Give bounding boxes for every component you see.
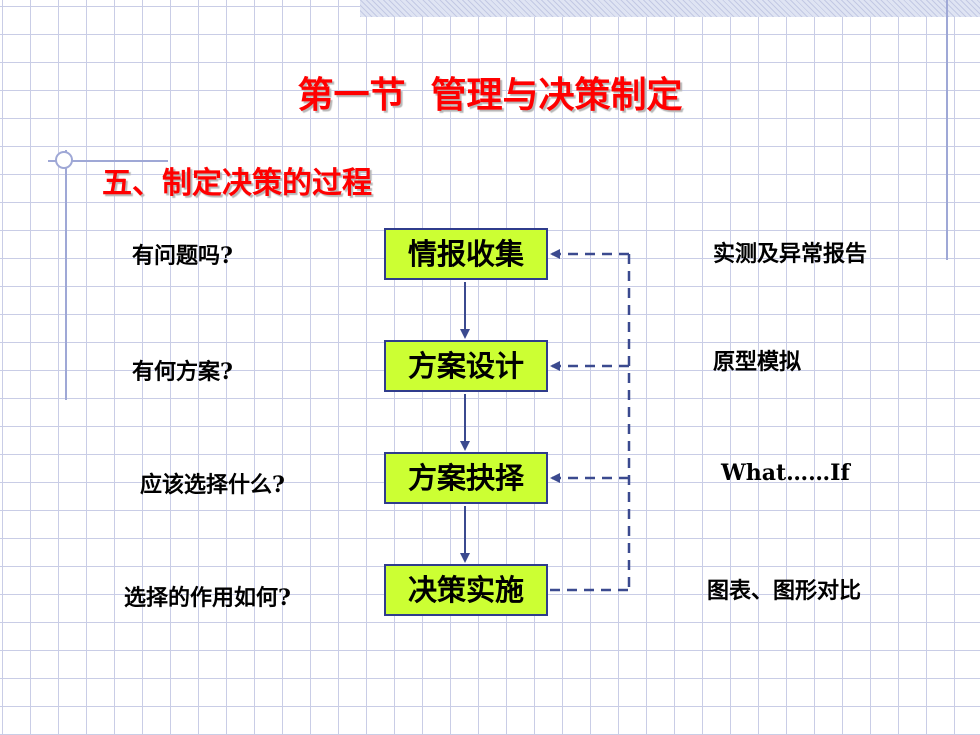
tool-label-3: What……If xyxy=(721,460,850,486)
slide-title: 第一节 管理与决策制定 xyxy=(297,75,683,116)
step-box-design: 方案设计 xyxy=(384,340,548,392)
question-4: 选择的作用如何? xyxy=(124,585,291,611)
right-decorative-rule xyxy=(946,0,948,260)
question-1: 有问题吗? xyxy=(132,243,233,269)
step-box-implementation: 决策实施 xyxy=(384,564,548,616)
circle-bullet-icon xyxy=(55,151,73,169)
section-subtitle: 五、制定决策的过程 xyxy=(102,166,372,201)
question-2: 有何方案? xyxy=(132,359,233,385)
top-decorative-band xyxy=(360,0,980,17)
left-decorative-rule xyxy=(65,150,67,400)
step-box-intelligence: 情报收集 xyxy=(384,228,548,280)
tool-label-4: 图表、图形对比 xyxy=(707,578,862,604)
subtitle-underline-rule xyxy=(48,160,168,162)
tool-label-1: 实测及异常报告 xyxy=(713,241,868,267)
question-3: 应该选择什么? xyxy=(140,472,285,498)
tool-label-2: 原型模拟 xyxy=(713,349,802,375)
step-box-choice: 方案抉择 xyxy=(384,452,548,504)
